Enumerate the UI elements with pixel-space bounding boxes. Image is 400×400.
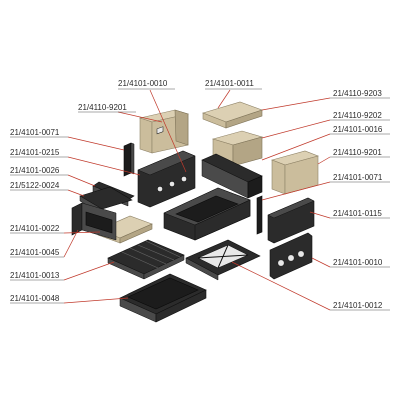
part-grate-0013: [107, 239, 185, 280]
part-frame-0012: [185, 239, 261, 281]
label-21-4101-0115: 21/4101-0115: [333, 209, 382, 218]
part-panel-0010-right: [269, 232, 313, 280]
label-21-4101-0011: 21/4101-0011: [205, 79, 254, 88]
part-brick-9201-left: [138, 109, 190, 154]
label-21-4101-0016: 21/4101-0016: [333, 125, 383, 134]
part-panel-0115: [267, 197, 315, 244]
part-post-0071-left: [123, 142, 135, 177]
label-21-4101-0045: 21/4101-0045: [10, 248, 60, 257]
label-21-4101-0071-right: 21/4101-0071: [333, 173, 383, 182]
part-side-0045: [71, 202, 117, 241]
part-brick-9201-right: [271, 150, 319, 195]
label-21-4101-0010-right: 21/4101-0010: [333, 258, 383, 267]
label-21-4101-0012: 21/4101-0012: [333, 301, 383, 310]
label-21-4110-9201-left: 21/4110-9201: [78, 103, 127, 112]
label-21-4101-0022: 21/4101-0022: [10, 224, 60, 233]
label-21-4110-9201-right: 21/4110-9201: [333, 148, 382, 157]
part-side-panel-0215: [137, 126, 196, 208]
label-21-4101-0013: 21/4101-0013: [10, 271, 60, 280]
part-chamber-0010: [163, 187, 251, 241]
part-ashpan-0048: [119, 273, 207, 323]
part-rail-0016: [201, 153, 263, 199]
label-21-4101-0071-left: 21/4101-0071: [10, 128, 60, 137]
label-21-4101-0026: 21/4101-0026: [10, 166, 60, 175]
label-21-4101-0048: 21/4101-0048: [10, 294, 60, 303]
label-21-4101-0215: 21/4101-0215: [10, 148, 60, 157]
part-post-0071-right: [256, 195, 263, 235]
part-labels: 21/4101-0010 21/4101-0011 21/4110-9203 2…: [10, 79, 390, 311]
label-21-4101-0010-top: 21/4101-0010: [118, 79, 168, 88]
label-21-4110-9202: 21/4110-9202: [333, 111, 382, 120]
leader-lines: [63, 89, 331, 311]
label-21-4110-9203: 21/4110-9203: [333, 89, 382, 98]
label-21-5122-0024: 21/5122-0024: [10, 181, 60, 190]
part-brick-9203: [202, 101, 263, 129]
